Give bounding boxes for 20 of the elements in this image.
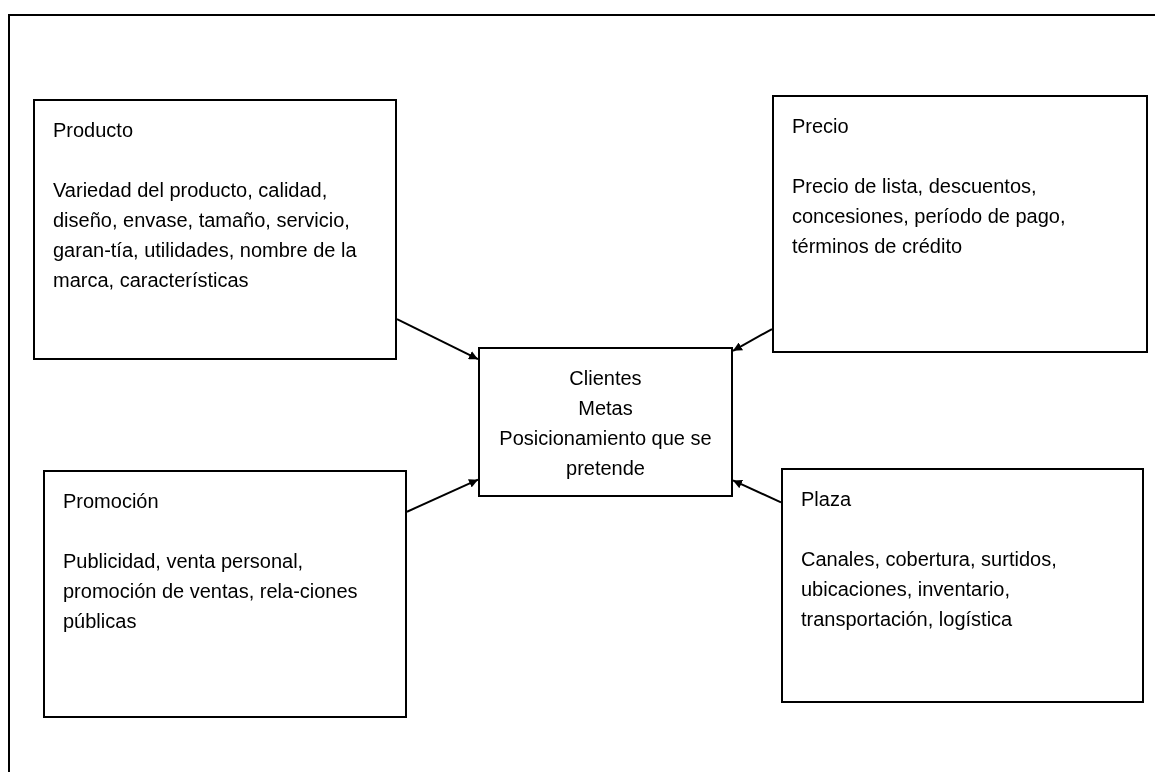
mix-box xyxy=(781,468,1144,703)
box-text: Precio de lista, descuentos, concesiones, período de pago, términos de crédito xyxy=(792,174,1067,259)
box-text: Publicidad, venta personal, promoción de ventas, rela-ciones públicas xyxy=(63,549,359,634)
arrow xyxy=(406,478,479,513)
box-heading: Precio xyxy=(792,114,850,139)
box-heading: Promoción xyxy=(63,489,160,514)
target-box xyxy=(478,347,733,497)
arrow xyxy=(732,479,782,504)
arrow xyxy=(396,318,479,361)
box-text: Variedad del producto, calidad, diseño, envase, tamaño, servicio, garan-tía, utilidades, nombre de la marca, características xyxy=(53,178,358,293)
arrow xyxy=(732,328,773,352)
mix-box xyxy=(33,99,397,360)
box-heading: Producto xyxy=(53,118,135,143)
box-text: Canales, cobertura, surtidos, ubicaciones, inventario, transportación, logística xyxy=(801,547,1058,632)
box-text: Metas xyxy=(577,396,634,421)
mix-box xyxy=(772,95,1148,353)
box-text: Posicionamiento que se pretende xyxy=(498,426,713,481)
box-text: Clientes xyxy=(568,366,643,391)
mix-box xyxy=(43,470,407,718)
box-heading: Plaza xyxy=(801,487,853,512)
